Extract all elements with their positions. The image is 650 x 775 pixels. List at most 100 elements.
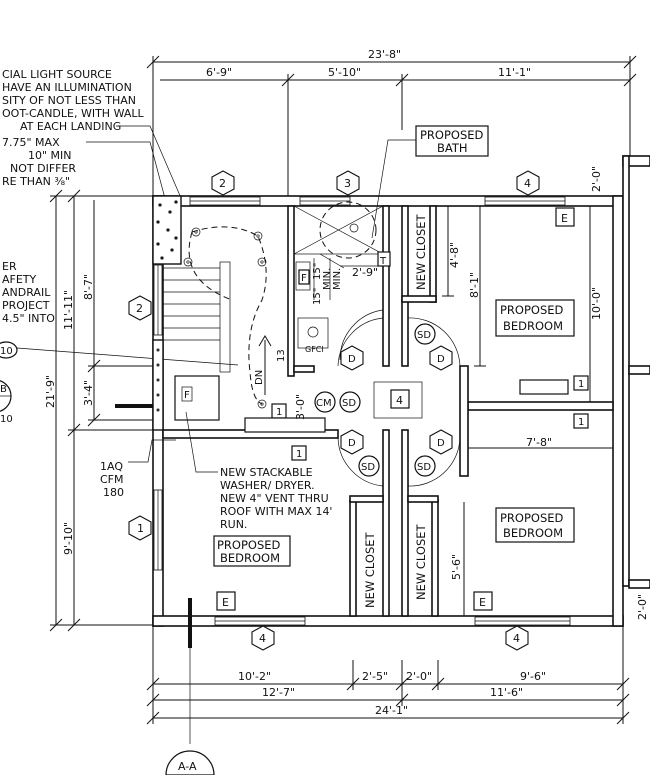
svg-text:7.75" MAX: 7.75" MAX	[2, 136, 60, 149]
washer-dryer-unit	[244, 417, 326, 433]
svg-text:T: T	[379, 256, 387, 267]
guard-note: ER AFETY ANDRAIL PROJECT 4.5" INTO	[2, 260, 55, 325]
svg-text:10: 10	[0, 414, 13, 425]
svg-text:4: 4	[524, 177, 531, 190]
dim-right-bot: 2'-0"	[636, 594, 649, 620]
furnace-unit	[174, 375, 220, 421]
svg-text:NEW 4" VENT THRU: NEW 4" VENT THRU	[220, 492, 329, 505]
svg-text:D: D	[437, 438, 445, 449]
svg-text:1: 1	[276, 407, 282, 418]
svg-text:2: 2	[219, 177, 226, 190]
closet-top-label: NEW CLOSET	[414, 213, 428, 290]
dim-bath-width: 2'-9"	[352, 266, 378, 279]
svg-text:SITY OF NOT LESS THAN: SITY OF NOT LESS THAN	[2, 94, 136, 107]
dim-right-top: 2'-0"	[590, 166, 603, 192]
dim-se-closet-depth: 5'-6"	[450, 554, 463, 580]
left-dimension-lines	[49, 189, 160, 632]
dim-bot-e: 12'-7"	[262, 686, 295, 699]
interior-walls	[162, 205, 614, 617]
dim-top-a: 6'-9"	[206, 66, 232, 79]
stair-dn-label: DN	[254, 370, 265, 385]
dim-bot-overall: 24'-1"	[375, 704, 408, 717]
svg-text:E: E	[479, 596, 486, 609]
top-dimension-lines	[146, 55, 637, 200]
stair-riser-count: 13	[276, 349, 287, 362]
svg-text:PROJECT: PROJECT	[2, 299, 50, 312]
svg-text:1: 1	[296, 449, 302, 460]
svg-text:SD: SD	[361, 462, 375, 473]
gfci-label: GFCI	[305, 345, 324, 354]
dim-bot-d: 9'-6"	[520, 670, 546, 683]
window-tags: 2 3 4 2 1 4 4	[128, 170, 540, 651]
light-source-note: CIAL LIGHT SOURCE HAVE AN ILLUMINATION S…	[2, 68, 185, 206]
svg-text:PROPOSED: PROPOSED	[500, 511, 564, 525]
dim-stair-a: 8'-7"	[82, 274, 95, 300]
closet-bot-left-label: NEW CLOSET	[363, 531, 377, 608]
svg-text:PROPOSED: PROPOSED	[420, 128, 484, 142]
hall-tags: SD CM SD SD SD D D D D 4	[314, 323, 453, 477]
svg-text:CM: CM	[316, 398, 332, 409]
svg-text:ANDRAIL: ANDRAIL	[2, 286, 51, 299]
dim-hall-width: 3'-0"	[294, 394, 307, 420]
dim-min-label-b: MIN.	[332, 268, 343, 290]
svg-text:D: D	[437, 354, 445, 365]
svg-text:E: E	[561, 212, 568, 225]
hall-doors	[337, 317, 461, 487]
dim-top-b: 5'-10"	[328, 66, 361, 79]
svg-text:1: 1	[137, 522, 144, 535]
svg-text:NOT DIFFER: NOT DIFFER	[10, 162, 76, 175]
svg-text:PROPOSED: PROPOSED	[500, 303, 564, 317]
svg-text:ER: ER	[2, 260, 17, 273]
dim-ne-bed-b: 10'-0"	[590, 287, 603, 320]
dim-closet-depth: 4'-8"	[448, 242, 461, 268]
dim-se-bed-width: 7'-8"	[526, 436, 552, 449]
bath-callout: PROPOSED BATH	[371, 125, 489, 239]
svg-text:180: 180	[103, 486, 124, 499]
svg-text:4: 4	[513, 632, 520, 645]
svg-text:RUN.: RUN.	[220, 518, 247, 531]
svg-text:F: F	[301, 273, 307, 284]
bedroom-se: PROPOSED BEDROOM 1	[463, 413, 614, 616]
svg-text:4.5" INTO: 4.5" INTO	[2, 312, 55, 325]
svg-text:1: 1	[578, 379, 584, 390]
svg-text:HAVE AN ILLUMINATION: HAVE AN ILLUMINATION	[2, 81, 132, 94]
dim-bot-a: 10'-2"	[238, 670, 271, 683]
washer-note: NEW STACKABLE WASHER/ DRYER. NEW 4" VENT…	[185, 411, 332, 531]
svg-text:B: B	[0, 384, 7, 395]
dim-top-overall: 23'-8"	[368, 48, 401, 61]
svg-text:10" MIN: 10" MIN	[28, 149, 72, 162]
svg-text:BEDROOM: BEDROOM	[503, 526, 563, 540]
svg-text:D: D	[348, 354, 356, 365]
svg-text:2: 2	[136, 302, 143, 315]
windows	[153, 196, 571, 626]
svg-text:1AQ: 1AQ	[100, 460, 123, 473]
dim-bot-f: 11'-6"	[490, 686, 523, 699]
bottom-dimension-lines	[146, 626, 630, 725]
svg-text:NEW STACKABLE: NEW STACKABLE	[220, 466, 313, 479]
svg-text:CFM: CFM	[100, 473, 124, 486]
dim-min-15-a: 15"	[312, 263, 323, 280]
svg-text:RE THAN ⅜": RE THAN ⅜"	[2, 175, 70, 188]
svg-text:A-A: A-A	[178, 760, 197, 773]
svg-text:1: 1	[578, 417, 584, 428]
iaq-note: 1AQ CFM 180	[100, 439, 176, 499]
svg-text:SD: SD	[417, 462, 431, 473]
dim-top-c: 11'-1"	[498, 66, 531, 79]
svg-text:4: 4	[396, 394, 403, 407]
dim-ne-bed-a: 8'-1"	[468, 272, 481, 298]
svg-text:BEDROOM: BEDROOM	[220, 551, 280, 565]
dim-left-upper: 11'-11"	[62, 290, 75, 330]
svg-text:CIAL LIGHT SOURCE: CIAL LIGHT SOURCE	[2, 68, 112, 81]
dim-left-lower: 9'-10"	[62, 522, 75, 555]
svg-text:ROOF WITH MAX 14': ROOF WITH MAX 14'	[220, 505, 332, 518]
svg-text:SD: SD	[417, 330, 431, 341]
fan-label: F	[184, 390, 190, 401]
left-callouts: 10 B 10	[0, 341, 239, 425]
svg-text:E: E	[222, 596, 229, 609]
section-marker: A-A	[165, 598, 215, 775]
dim-bot-c: 2'-0"	[406, 670, 432, 683]
svg-text:BEDROOM: BEDROOM	[503, 319, 563, 333]
bedroom-ne: PROPOSED BEDROOM E 1	[442, 205, 596, 403]
dim-min-label-a: MIN.	[322, 268, 333, 290]
svg-text:PROPOSED: PROPOSED	[217, 538, 281, 552]
